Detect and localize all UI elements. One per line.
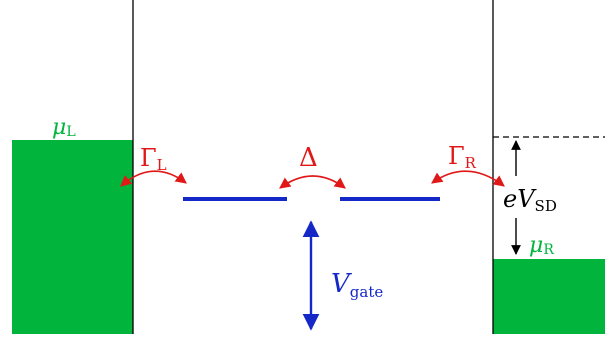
gamma-left-arrow xyxy=(120,170,187,187)
gamma-left-label: ΓL xyxy=(140,144,167,174)
delta-arrow xyxy=(279,175,346,189)
mu-left-label: μL xyxy=(52,115,76,140)
delta-label: Δ xyxy=(299,143,318,173)
bias-label: eVSD xyxy=(503,185,557,215)
gamma-right-label: ΓR xyxy=(448,142,477,172)
mu-right-label: μR xyxy=(529,233,554,258)
right-lead-fill xyxy=(493,259,605,334)
left-lead-fill xyxy=(12,140,133,334)
gamma-right-arrow xyxy=(431,170,505,187)
gate-voltage-label: Vgate xyxy=(331,269,383,301)
